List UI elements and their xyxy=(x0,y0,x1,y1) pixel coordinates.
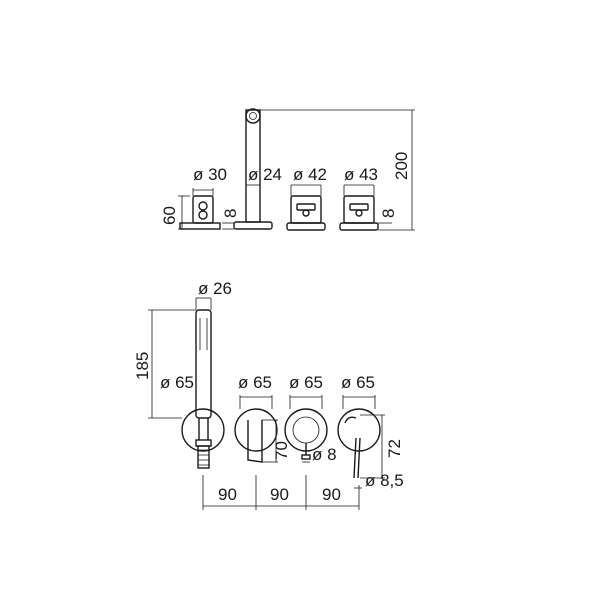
dim-d65-3: ø 65 xyxy=(289,373,323,392)
dim-h8-left: 8 xyxy=(221,209,240,218)
dim-w90-2: 90 xyxy=(270,485,289,504)
dim-d8: ø 8 xyxy=(312,445,337,464)
dim-w90-3: 90 xyxy=(322,485,341,504)
shower-column xyxy=(233,108,415,230)
dim-d42: ø 42 xyxy=(293,165,327,184)
dim-h70: 70 xyxy=(272,441,291,460)
dim-d26: ø 26 xyxy=(198,279,232,298)
top-view: ø 30 ø 24 ø 42 ø 43 200 60 8 8 xyxy=(160,108,415,231)
hand-shower xyxy=(148,297,225,469)
dim-d65-4: ø 65 xyxy=(341,373,375,392)
dim-h60: 60 xyxy=(160,206,179,225)
spout-unit xyxy=(234,395,278,463)
dim-h8-right: 8 xyxy=(379,209,398,218)
diverter-unit xyxy=(178,188,234,230)
front-view: ø 26 185 ø 65 ø 65 ø 65 ø 65 70 ø 8 72 ø… xyxy=(133,279,404,510)
dim-d8-5: ø 8,5 xyxy=(365,471,404,490)
dim-h185: 185 xyxy=(133,352,152,380)
dim-d65-1: ø 65 xyxy=(160,373,194,392)
dim-d30: ø 30 xyxy=(193,165,227,184)
dim-d65-2: ø 65 xyxy=(238,373,272,392)
dim-h200: 200 xyxy=(392,152,411,180)
dim-w90-1: 90 xyxy=(218,485,237,504)
dim-d43: ø 43 xyxy=(344,165,378,184)
mixer-front-1 xyxy=(284,395,328,460)
mixer-front-2 xyxy=(337,395,385,479)
mixer-unit-2 xyxy=(339,184,379,231)
dim-d24: ø 24 xyxy=(248,165,282,184)
mixer-unit-1 xyxy=(286,184,326,231)
dim-h72: 72 xyxy=(385,439,404,458)
